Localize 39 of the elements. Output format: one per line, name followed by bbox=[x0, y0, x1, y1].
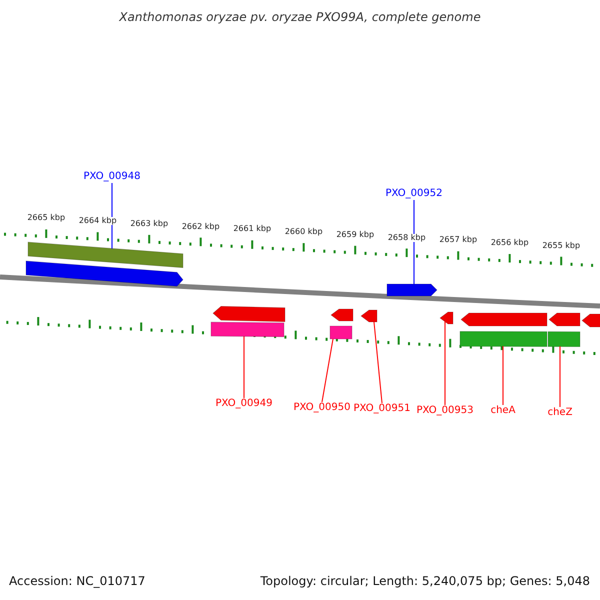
scale-label: 2663 kbp bbox=[130, 220, 168, 228]
scale-label: 2656 kbp bbox=[490, 239, 529, 247]
feature-bar bbox=[28, 242, 184, 268]
leader-line bbox=[322, 338, 334, 402]
gene-marker bbox=[440, 312, 454, 324]
gene-label: PXO_00949 bbox=[216, 399, 272, 409]
scale-label: 2665 kbp bbox=[27, 214, 66, 222]
leader-line bbox=[374, 322, 382, 404]
gene-label: PXO_00948 bbox=[84, 172, 140, 182]
gene-label: PXO_00951 bbox=[354, 404, 410, 414]
gene-marker bbox=[330, 308, 354, 322]
scale-label: 2658 kbp bbox=[388, 234, 426, 242]
scale-label: 2661 kbp bbox=[233, 225, 272, 234]
scale-label: 2664 kbp bbox=[78, 217, 117, 226]
gene-label: PXO_00950 bbox=[294, 403, 350, 413]
scale-label: 2660 kbp bbox=[284, 228, 323, 236]
gene-label: cheZ bbox=[548, 408, 572, 418]
scale-label: 2655 kbp bbox=[542, 242, 580, 250]
feature-bar bbox=[210, 322, 284, 338]
gene-label: cheA bbox=[490, 406, 516, 416]
gene-marker bbox=[26, 260, 184, 287]
feature-bar bbox=[460, 331, 548, 347]
gene-marker bbox=[582, 314, 600, 328]
gene-marker bbox=[386, 284, 438, 296]
scale-label: 2659 kbp bbox=[336, 230, 374, 239]
gene-label: PXO_00952 bbox=[386, 189, 442, 199]
title: Xanthomonas oryzae pv. oryzae PXO99A, complete genome bbox=[119, 11, 481, 23]
scale-label: 2662 kbp bbox=[182, 222, 220, 231]
leader-line bbox=[444, 321, 446, 406]
scale-label: 2657 kbp bbox=[439, 236, 478, 244]
accession-text: Accession: NC_010717 bbox=[9, 575, 146, 587]
gene-marker bbox=[360, 310, 378, 322]
summary-text: Topology: circular; Length: 5,240,075 bp; Genes: 5,048 bbox=[260, 575, 590, 587]
leader-line bbox=[502, 346, 504, 406]
feature-bar bbox=[548, 331, 580, 348]
gene-label: PXO_00953 bbox=[416, 406, 474, 416]
gene-marker bbox=[212, 306, 286, 322]
gene-marker bbox=[548, 312, 580, 326]
feature-bar bbox=[330, 326, 352, 340]
